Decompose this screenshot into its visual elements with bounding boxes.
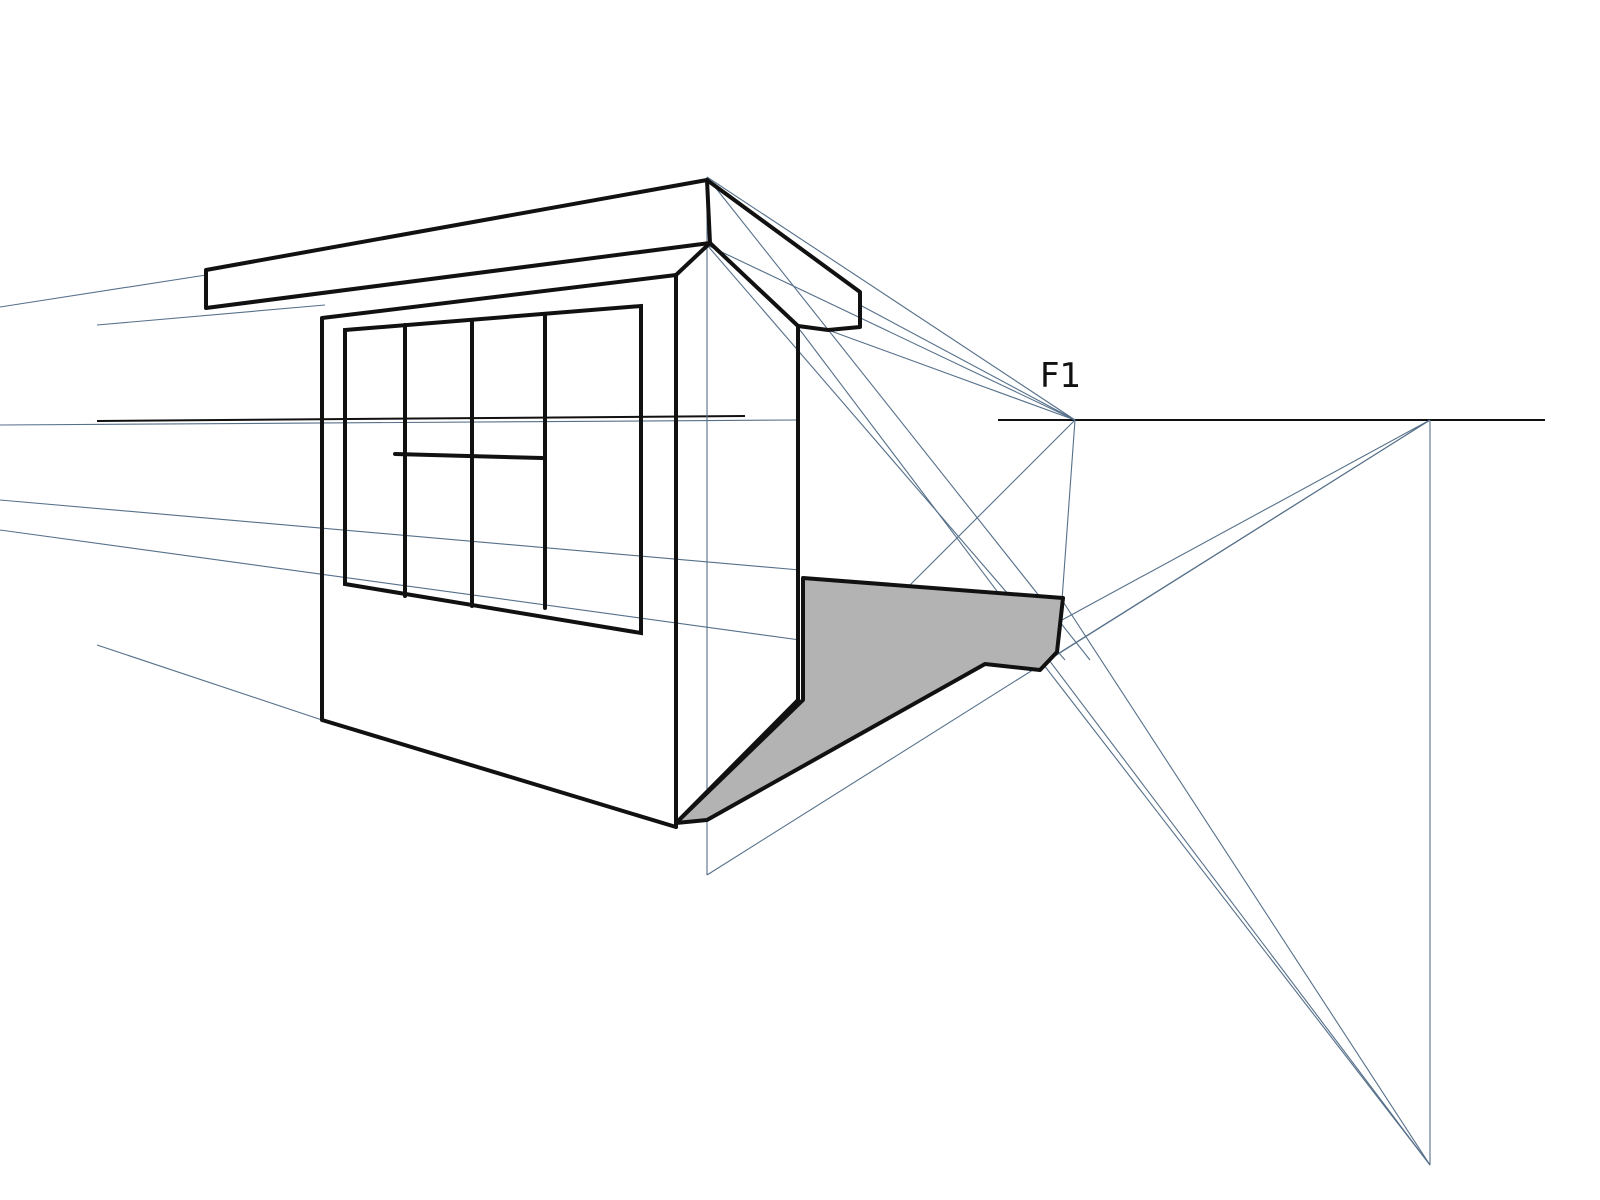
horizon-line-group	[96, 415, 1545, 422]
construction-line	[827, 329, 1076, 421]
construction-line	[859, 304, 1076, 421]
construction-line	[909, 419, 1076, 586]
vanishing-point-label: F1	[1040, 356, 1081, 396]
construction-line	[1061, 419, 1076, 601]
construction-line	[706, 419, 1431, 876]
construction-line	[1039, 659, 1431, 1166]
window-transom	[393, 452, 544, 460]
construction-line	[1061, 599, 1431, 1166]
construction-line	[706, 244, 1076, 421]
roof-slab-side	[705, 178, 862, 332]
construction-line	[96, 304, 326, 326]
side-wall	[674, 241, 712, 277]
construction-line	[1061, 419, 1431, 621]
construction-line	[0, 419, 801, 426]
construction-line	[0, 499, 801, 571]
cast-shadow	[674, 576, 1065, 825]
roof-slab-front	[204, 178, 712, 310]
side-wall-bottom	[674, 698, 800, 825]
front-wall	[320, 273, 678, 829]
construction-line	[96, 644, 323, 721]
window-frame	[343, 303, 643, 636]
construction-line	[706, 244, 1066, 661]
construction-line	[706, 176, 1091, 661]
construction-line	[799, 329, 1431, 1166]
construction-line	[0, 274, 207, 308]
building	[204, 178, 862, 829]
horizon-line-left	[96, 415, 746, 422]
construction-lines	[0, 176, 1431, 1166]
construction-line	[0, 529, 801, 641]
construction-line	[706, 176, 1076, 421]
